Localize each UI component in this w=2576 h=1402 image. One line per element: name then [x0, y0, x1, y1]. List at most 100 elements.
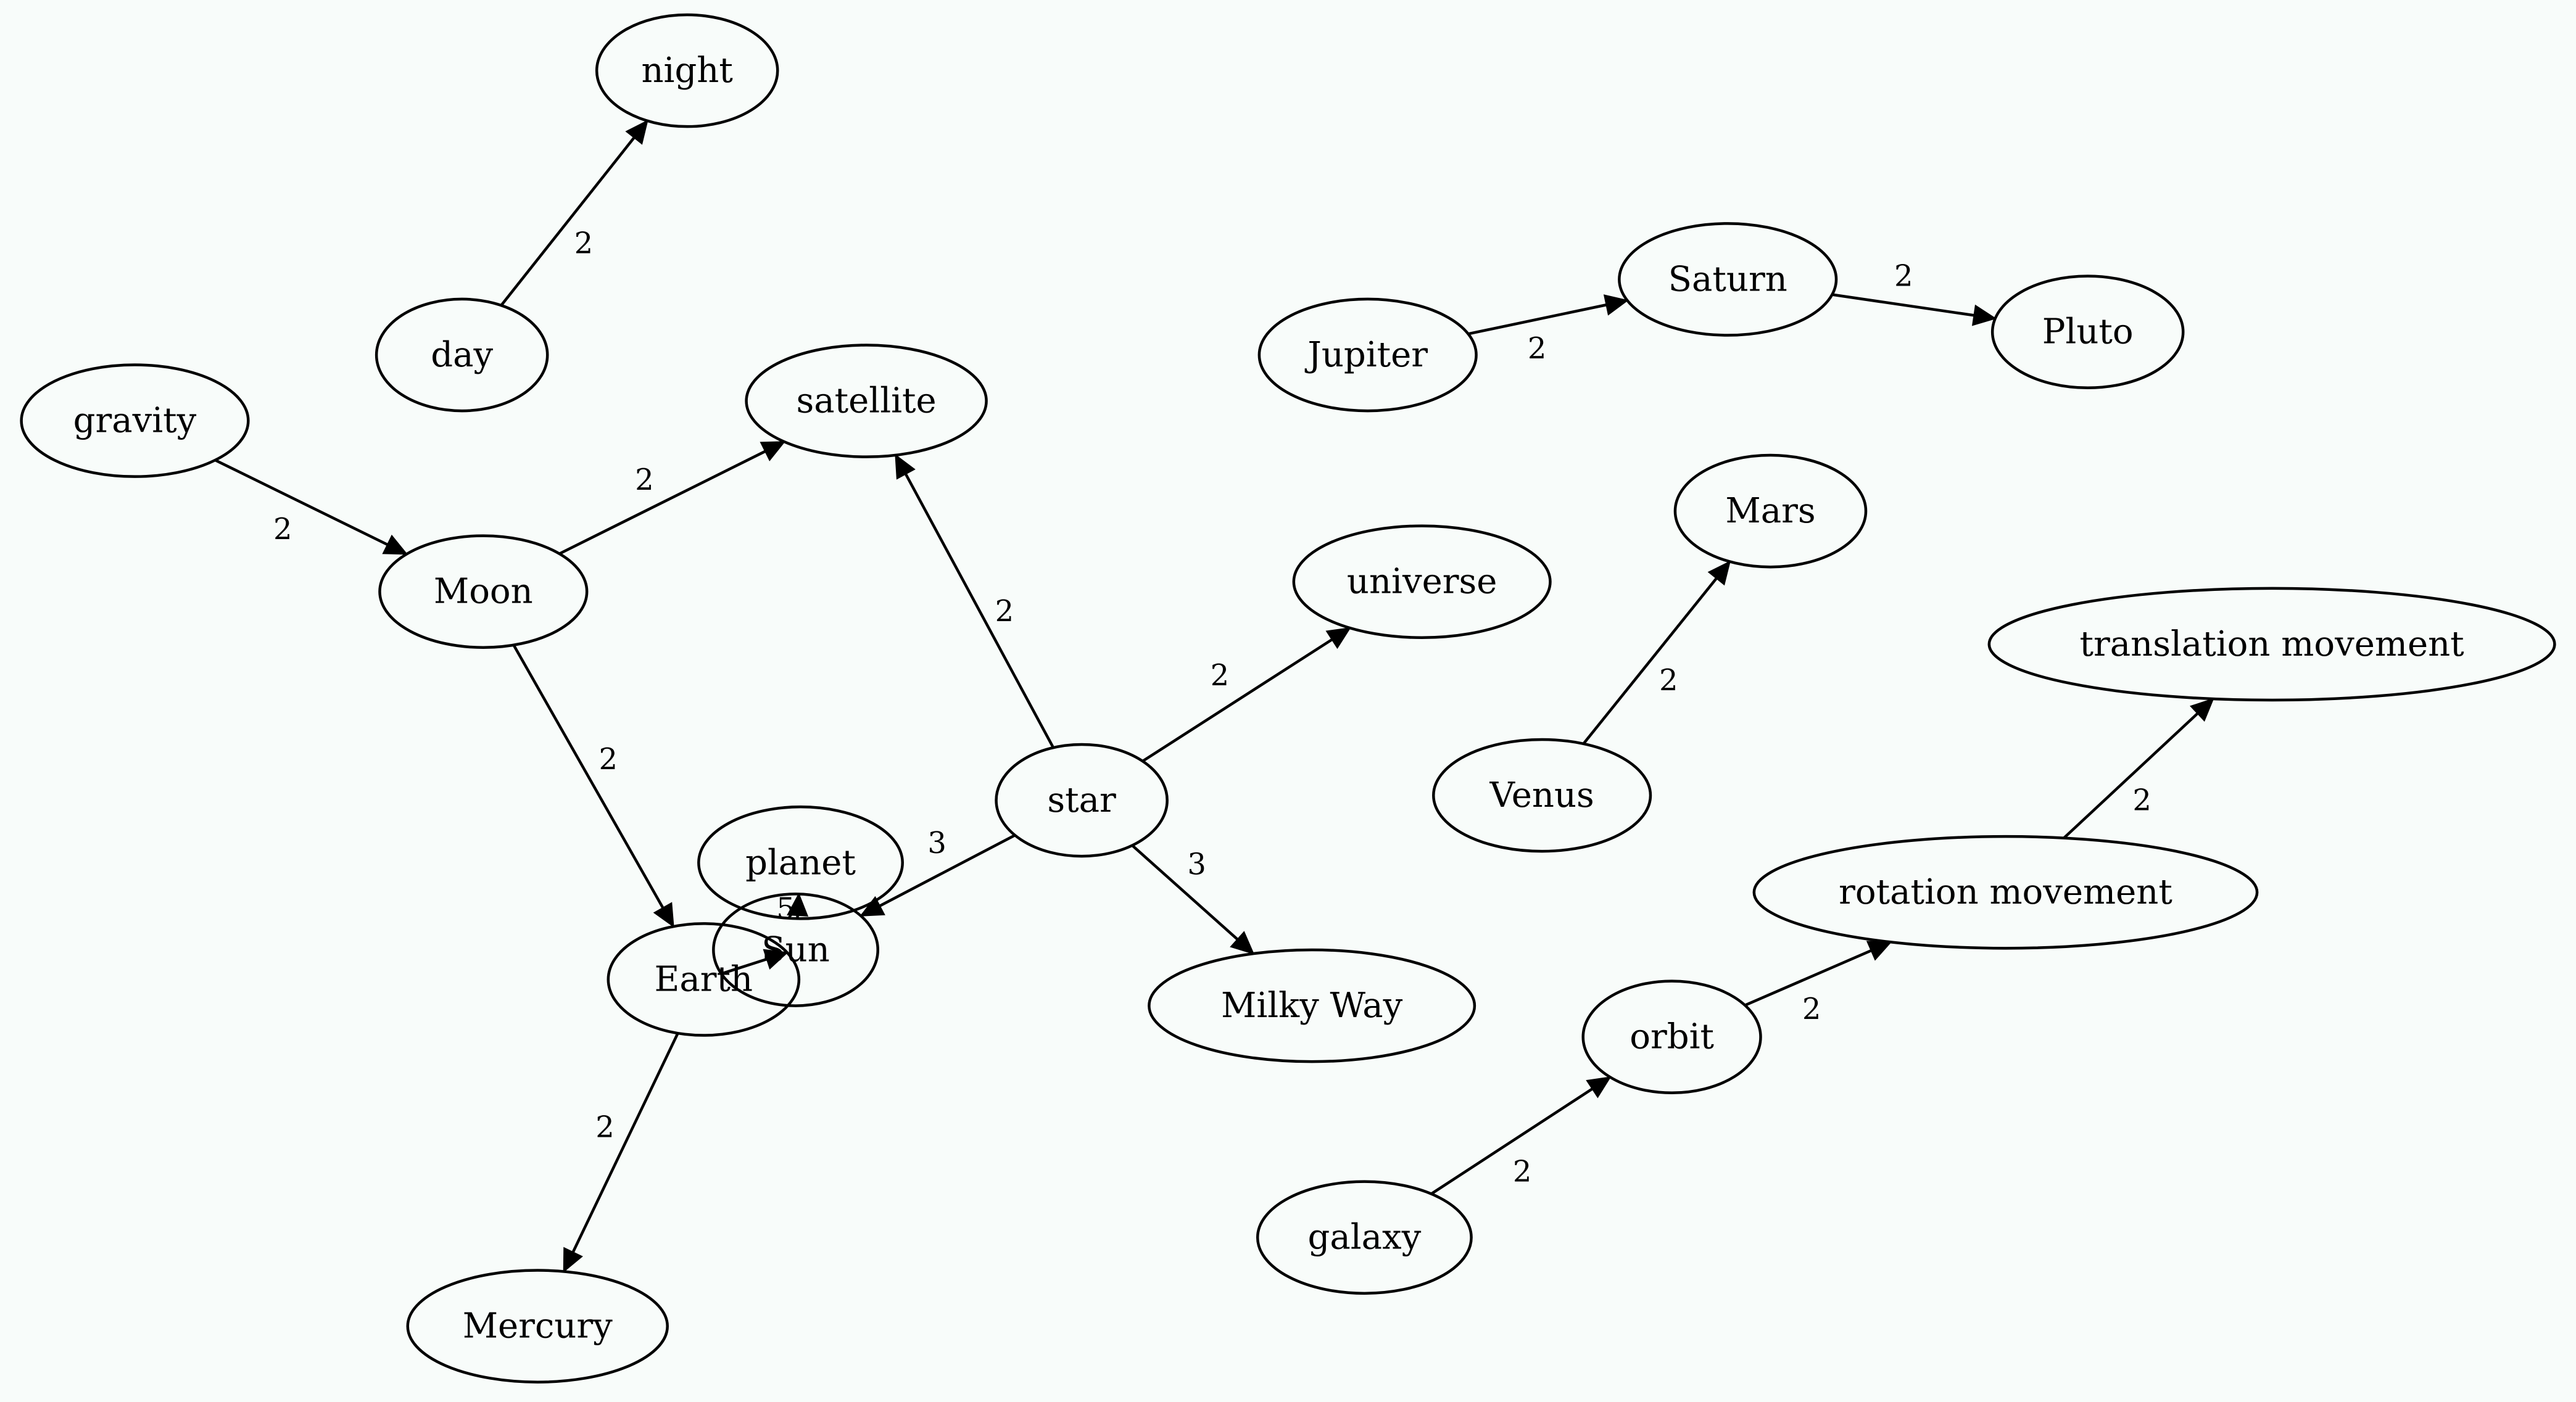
- node-ellipse: [1752, 835, 2259, 950]
- edge-line: [214, 458, 388, 546]
- node-ellipse: [1257, 297, 1478, 413]
- node-ellipse: [20, 363, 250, 478]
- edge-gravity-to-moon: [214, 458, 408, 555]
- arrowhead-icon: [563, 1247, 583, 1273]
- node-label: star: [1047, 780, 1116, 820]
- edge-line: [904, 473, 1055, 749]
- edge-line: [571, 1033, 679, 1253]
- node-ellipse: [1148, 948, 1476, 1063]
- edge-line: [721, 957, 768, 975]
- node-gravity: gravity: [20, 363, 250, 478]
- node-ellipse: [375, 297, 549, 413]
- node-jupiter: Jupiter: [1257, 297, 1478, 413]
- node-rotation-movement: rotation movement: [1752, 835, 2259, 950]
- node-ellipse: [378, 534, 589, 649]
- edge-line: [2063, 712, 2199, 839]
- node-galaxy: galaxy: [1256, 1180, 1473, 1295]
- edge-weight-label: 2: [2132, 783, 2151, 818]
- node-pluto: Pluto: [1990, 274, 2185, 390]
- arrowhead-icon: [1325, 627, 1351, 649]
- edge-weight-label: 3: [1187, 847, 1206, 881]
- edge-star-to-sun: [859, 834, 1016, 917]
- node-label: Venus: [1489, 775, 1594, 815]
- node-universe: universe: [1292, 524, 1552, 640]
- node-label: Pluto: [2042, 312, 2134, 352]
- edge-weight-label: 3: [927, 826, 946, 860]
- node-satellite: satellite: [745, 344, 988, 458]
- node-label: night: [641, 51, 733, 91]
- node-label: Mercury: [463, 1306, 613, 1346]
- node-ellipse: [712, 893, 880, 1007]
- node-ellipse: [1292, 524, 1552, 640]
- node-label: satellite: [797, 381, 937, 421]
- edge-line: [1131, 844, 1239, 941]
- arrowhead-icon: [1586, 1076, 1612, 1099]
- edge-weight-label: 2: [1211, 658, 1230, 693]
- edge-day-to-night: [500, 120, 648, 307]
- node-night: night: [595, 13, 779, 128]
- arrowhead-icon: [895, 453, 916, 480]
- edge-line: [1832, 293, 1974, 317]
- edge-weight-label: 2: [1513, 1155, 1532, 1189]
- edge-line: [1468, 303, 1607, 336]
- edge-line: [1744, 949, 1872, 1007]
- arrowhead-icon: [1230, 931, 1255, 955]
- edge-weight-label: 2: [995, 594, 1014, 629]
- node-day: day: [375, 297, 549, 413]
- edge-rotation-movement-to-translation-movement: [2063, 698, 2214, 839]
- node-venus: Venus: [1432, 738, 1652, 853]
- arrowhead-icon: [625, 120, 648, 145]
- node-label: gravity: [73, 401, 197, 441]
- arrowhead-icon: [787, 893, 809, 917]
- node-ellipse: [595, 13, 779, 128]
- node-label: Saturn: [1668, 259, 1787, 299]
- edge-venus-to-mars: [1582, 560, 1731, 745]
- node-ellipse: [745, 344, 988, 458]
- arrowhead-icon: [1971, 304, 1997, 326]
- node-label: translation movement: [2080, 624, 2465, 664]
- edge-weight-label: 2: [1894, 259, 1913, 294]
- node-ellipse: [607, 922, 801, 1037]
- node-label: rotation movement: [1839, 872, 2172, 912]
- node-ellipse: [1987, 587, 2556, 702]
- edge-saturn-to-pluto: [1832, 293, 1997, 326]
- edge-line: [558, 450, 766, 555]
- node-mars: Mars: [1673, 453, 1868, 569]
- edge-sun-to-earth: [721, 949, 789, 975]
- edge-weight-label: 2: [1659, 663, 1678, 698]
- node-ellipse: [1990, 274, 2185, 390]
- edge-weight-label: 2: [273, 512, 292, 546]
- edge-line: [1430, 1087, 1593, 1195]
- edge-weight-label: 2: [574, 226, 594, 260]
- arrowhead-icon: [1866, 941, 1892, 961]
- node-ellipse: [1618, 222, 1838, 337]
- node-moon: Moon: [378, 534, 589, 649]
- edge-weight-label: 2: [1802, 992, 1821, 1026]
- node-saturn: Saturn: [1618, 222, 1838, 337]
- arrowhead-icon: [1603, 294, 1629, 316]
- node-ellipse: [1673, 453, 1868, 569]
- node-label: Milky Way: [1221, 986, 1403, 1026]
- edge-line: [1582, 577, 1718, 745]
- node-translation-movement: translation movement: [1987, 587, 2556, 702]
- node-ellipse: [1256, 1180, 1473, 1295]
- node-ellipse: [1432, 738, 1652, 853]
- edge-weight-label: 2: [635, 463, 654, 497]
- edge-line: [500, 136, 636, 307]
- node-label: Earth: [655, 959, 753, 999]
- node-label: orbit: [1630, 1017, 1714, 1057]
- arrowhead-icon: [859, 896, 885, 917]
- node-ellipse: [1581, 979, 1762, 1095]
- edge-line: [512, 644, 665, 909]
- arrowhead-icon: [763, 949, 789, 970]
- node-orbit: orbit: [1581, 979, 1762, 1095]
- node-ellipse: [995, 743, 1169, 858]
- edge-moon-to-satellite: [558, 441, 786, 555]
- edge-line: [879, 834, 1016, 907]
- edge-jupiter-to-saturn: [1468, 294, 1629, 336]
- edge-weight-label: 2: [599, 742, 618, 777]
- node-label: universe: [1347, 562, 1497, 602]
- node-label: galaxy: [1308, 1218, 1422, 1258]
- arrowhead-icon: [760, 441, 786, 461]
